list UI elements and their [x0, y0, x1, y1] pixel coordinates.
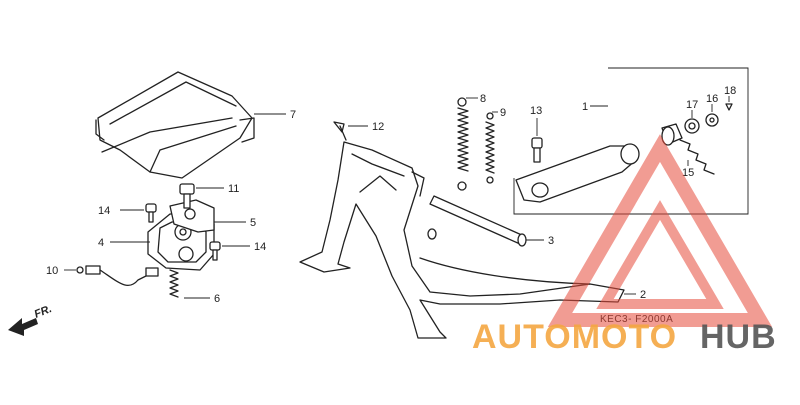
front-direction-arrow: FR.	[8, 303, 54, 336]
part-11-bolt	[179, 183, 195, 209]
watermark-text-automoto: AUTOMOTO	[472, 318, 677, 356]
callout-13: 13	[530, 105, 542, 117]
callout-10: 10	[46, 265, 58, 277]
callout-8: 8	[480, 93, 486, 105]
callout-6: 6	[214, 293, 220, 305]
callout-2: 2	[640, 289, 646, 301]
watermark-wordmark: AUTOMOTO HUB	[472, 318, 777, 356]
callout-4: 4	[98, 237, 104, 249]
part-17-washer	[684, 118, 700, 134]
part-8-spring	[457, 97, 469, 191]
callout-18: 18	[724, 85, 736, 97]
part-1-arm	[515, 143, 640, 203]
part-16-nut	[705, 113, 719, 127]
part-14-bolt-right	[209, 241, 221, 261]
part-13-bolt	[531, 137, 543, 163]
part-6-spring	[169, 269, 179, 298]
callout-3: 3	[548, 235, 554, 247]
part-2-main-stand	[299, 141, 625, 339]
part-1-group-box	[513, 67, 749, 215]
callout-16: 16	[706, 93, 718, 105]
part-7-cover	[95, 71, 255, 179]
callout-12: 12	[372, 121, 384, 133]
part-callouts: 1 2 3 4 5 6 7 8 9 10 11 12 13 14 14 15 1…	[46, 85, 736, 305]
part-3-shaft	[427, 195, 527, 247]
callout-1: 1	[582, 101, 588, 113]
part-12-pin	[333, 121, 347, 141]
part-14-bolt-left	[145, 203, 157, 223]
part-18-cap	[725, 103, 733, 111]
part-9-spring	[485, 112, 495, 184]
direction-label: FR.	[33, 303, 54, 321]
callout-11: 11	[228, 183, 239, 195]
callout-7: 7	[290, 109, 296, 121]
part-5-plate	[169, 199, 215, 233]
watermark-text-hub: HUB	[700, 318, 777, 356]
part-15-bolt	[661, 123, 715, 175]
callout-14-right: 14	[254, 241, 266, 253]
callout-5: 5	[250, 217, 256, 229]
callout-14-left: 14	[98, 205, 110, 217]
watermark-triangle-logo	[547, 134, 773, 327]
callout-9: 9	[500, 107, 506, 119]
callout-15: 15	[682, 167, 694, 179]
part-10-cable	[76, 265, 159, 286]
callout-17: 17	[686, 99, 698, 111]
